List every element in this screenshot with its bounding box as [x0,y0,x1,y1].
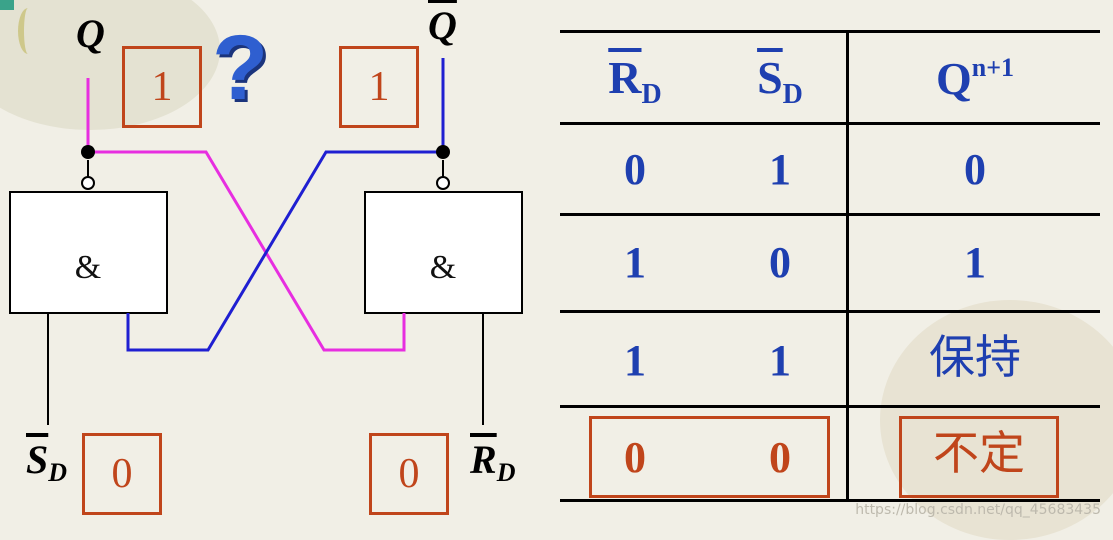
table-rule-row [560,310,1100,313]
row-4-sd: 0 [769,433,791,482]
row-1-q: 0 [964,145,986,194]
decorative-swirl [18,8,38,54]
header-sd-sub: D [782,79,803,110]
header-rd: RD [580,55,690,109]
table-rule-row [560,122,1100,125]
qbar-label: Q [428,6,457,46]
row-3-rd: 1 [624,336,646,385]
q-label: Q [76,11,105,56]
table-rule-row [560,405,1100,408]
sd-label: SD [26,440,67,486]
corner-tab [0,0,14,10]
header-rd-sub: D [641,79,662,110]
rd-label-sub: D [496,458,516,487]
row-4-rd: 0 [624,433,646,482]
row-2-sd: 0 [769,238,791,287]
invalid-inputs-box [589,416,830,498]
sd-label-sub: D [48,458,68,487]
rd-value-box: 0 [369,433,449,515]
nand-gate-right [364,191,523,314]
sd-label-text: S [26,437,49,482]
header-sd: SD [725,55,835,109]
header-q-sup: n+1 [971,53,1015,82]
qbar-value-box: 1 [339,46,419,128]
output-bubble-left [81,176,95,190]
rs-latch-circuit: & & [9,58,523,425]
output-bubble-right [436,176,450,190]
table-rule-top [560,30,1100,33]
header-rd-text: R [608,52,642,103]
watermark: https://blog.csdn.net/qq_45683435 [855,502,1101,518]
table-column-divider [846,30,849,502]
rd-label: RD [470,440,515,486]
gate-right-symbol: & [430,249,456,286]
row-1-sd: 1 [769,145,791,194]
rd-label-text: R [470,437,497,482]
table-rule-row [560,213,1100,216]
table-rule-bottom [560,499,1100,502]
row-4-q: 不定 [933,426,1025,480]
invalid-output-box [899,416,1059,498]
q-value-box: 1 [122,46,202,128]
row-3-q: 保持 [929,330,1021,384]
sd-value-box: 0 [82,433,162,515]
q-feedback-wire [88,150,406,352]
header-sd-text: S [757,52,783,103]
question-mark-icon: ? [212,17,269,119]
nand-gate-left [9,191,168,314]
row-2-rd: 1 [624,238,646,287]
qbar-feedback-wire [126,150,443,352]
row-3-sd: 1 [769,336,791,385]
gate-left-symbol: & [75,249,101,286]
header-q-text: Q [935,53,972,104]
qbar-label-text: Q [428,3,457,48]
row-2-q: 1 [964,238,986,287]
row-1-rd: 0 [624,145,646,194]
junction-dot-qbar [436,145,450,159]
junction-dot-q [81,145,95,159]
header-q: Qn+1 [890,55,1060,102]
